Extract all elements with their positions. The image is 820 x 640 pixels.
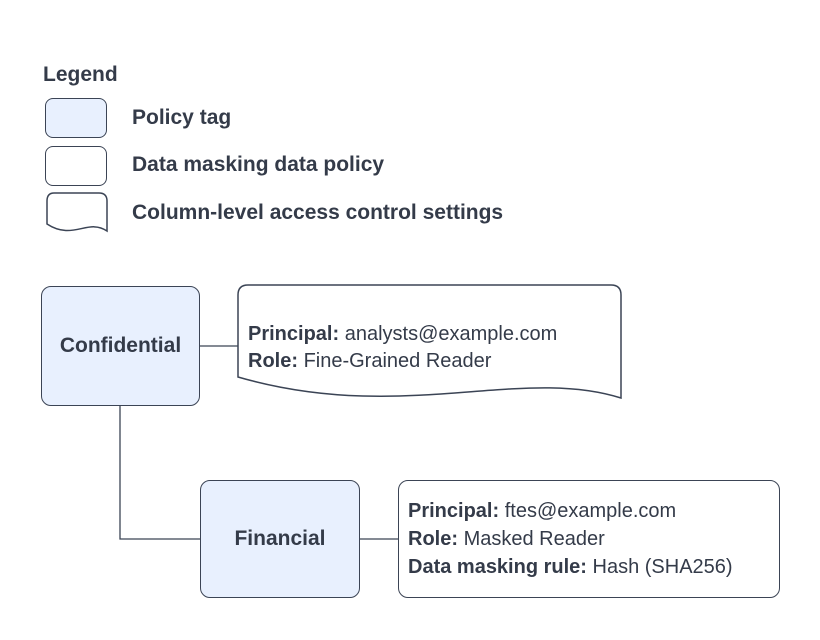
- role-label: Role:: [408, 528, 458, 550]
- role-value: Fine-Grained Reader: [303, 350, 492, 372]
- legend-data-masking-policy-swatch: [45, 146, 107, 186]
- masking-rule-label: Data masking rule:: [408, 556, 587, 578]
- legend-document-shape: [46, 192, 108, 233]
- legend-label-policy-tag: Policy tag: [132, 106, 232, 129]
- principal-label: Principal:: [248, 323, 340, 345]
- masking-policy-principal-line: Principal: ftes@example.com: [408, 497, 779, 525]
- legend-label-data-masking-policy: Data masking data policy: [132, 153, 385, 176]
- data-masking-policy-financial: Principal: ftes@example.com Role: Masked…: [398, 480, 780, 598]
- legend-policy-tag-swatch: [45, 98, 107, 138]
- legend-label-column-access-settings: Column-level access control settings: [132, 201, 504, 224]
- principal-value: analysts@example.com: [344, 323, 558, 345]
- access-settings-document-shape: [237, 284, 622, 400]
- access-settings-role-line: Role: Fine-Grained Reader: [248, 348, 557, 375]
- policy-tag-confidential-label: Confidential: [59, 334, 182, 357]
- legend-title: Legend: [43, 63, 118, 86]
- access-settings-text: Principal: analysts@example.com Role: Fi…: [248, 321, 557, 375]
- principal-label: Principal:: [408, 500, 500, 522]
- masking-policy-role-line: Role: Masked Reader: [408, 525, 779, 553]
- legend-document-swatch: [46, 192, 108, 233]
- role-value: Masked Reader: [463, 528, 605, 550]
- masking-policy-rule-line: Data masking rule: Hash (SHA256): [408, 553, 779, 581]
- role-label: Role:: [248, 350, 298, 372]
- policy-tag-confidential: Confidential: [41, 286, 200, 406]
- policy-tag-financial-label: Financial: [234, 527, 326, 550]
- principal-value: ftes@example.com: [504, 500, 677, 522]
- policy-tag-financial: Financial: [200, 480, 360, 598]
- connector-confidential-to-financial: [119, 406, 200, 540]
- access-settings-principal-line: Principal: analysts@example.com: [248, 321, 557, 348]
- masking-rule-value: Hash (SHA256): [592, 556, 733, 578]
